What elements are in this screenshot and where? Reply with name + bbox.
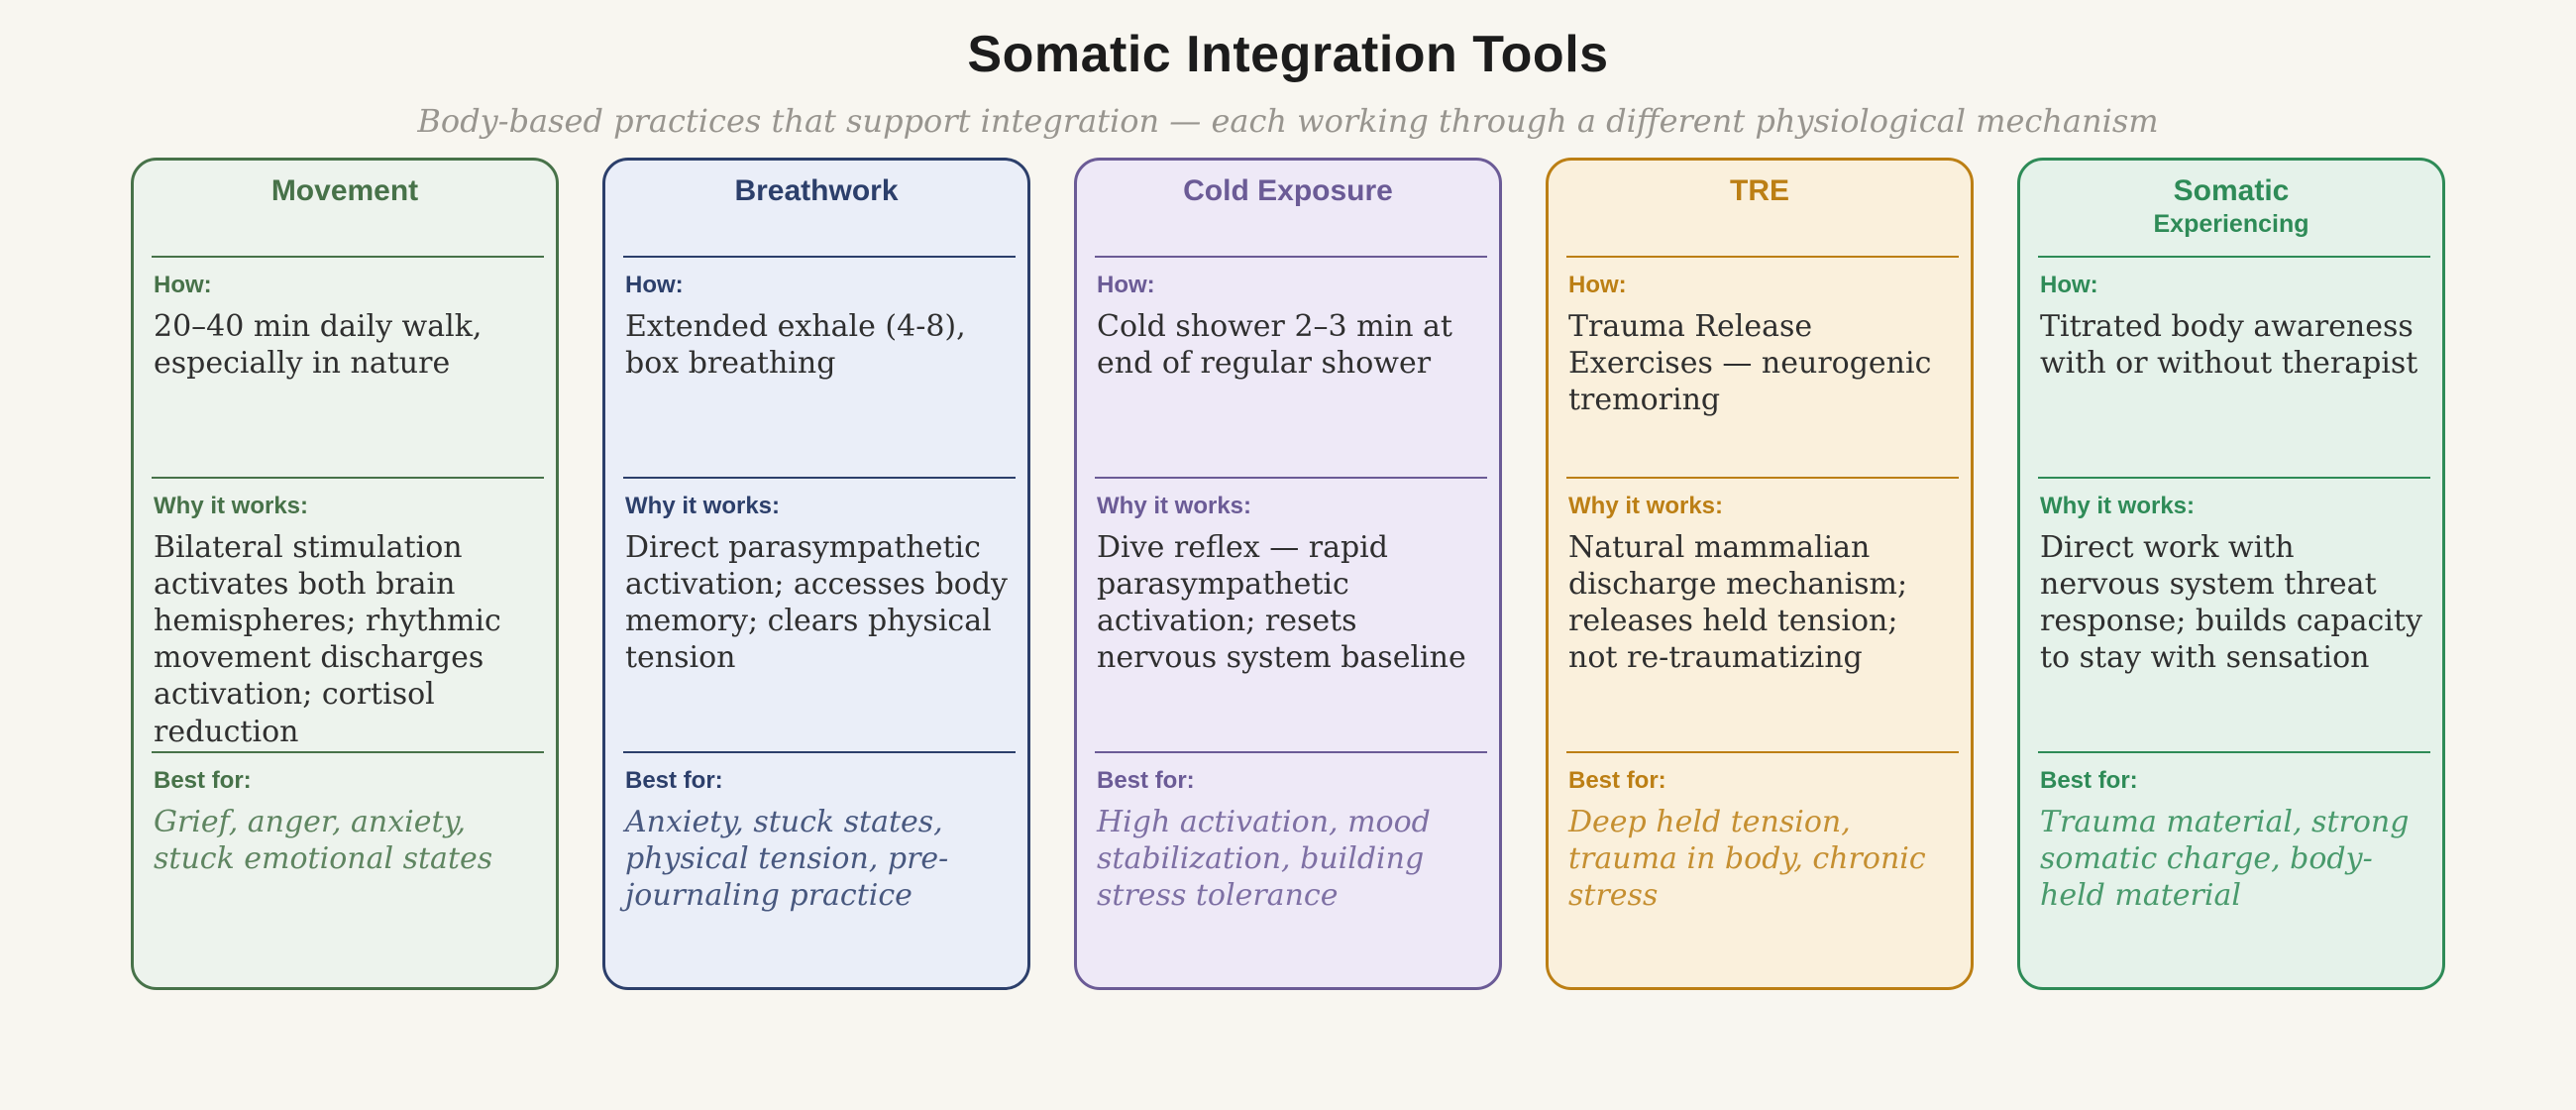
- divider: [1566, 255, 1959, 258]
- divider: [1095, 255, 1487, 258]
- divider: [2038, 476, 2430, 479]
- why-section: Why it works: Direct parasympathetic act…: [605, 479, 1027, 751]
- why-label: Why it works:: [1097, 492, 1252, 519]
- card-title: Somatic Experiencing: [2020, 161, 2442, 256]
- how-text: 20–40 min daily walk, especially in natu…: [154, 308, 483, 381]
- why-section: Why it works: Dive reflex — rapid parasy…: [1077, 479, 1499, 751]
- divider: [623, 750, 1016, 753]
- best-text: Grief, anger, anxiety, stuck emotional s…: [154, 804, 493, 876]
- best-section: Best for: Deep held tension, trauma in b…: [1549, 753, 1971, 987]
- divider: [2038, 750, 2430, 753]
- divider: [152, 255, 544, 258]
- card-title: Cold Exposure: [1077, 161, 1499, 256]
- divider: [152, 750, 544, 753]
- best-label: Best for:: [2040, 766, 2138, 794]
- divider: [2038, 255, 2430, 258]
- divider: [152, 476, 544, 479]
- best-label: Best for:: [625, 766, 723, 794]
- best-section: Best for: Trauma material, strong somati…: [2020, 753, 2442, 987]
- card-title-line1: Somatic: [2173, 173, 2290, 207]
- best-text: Trauma material, strong somatic charge, …: [2040, 804, 2410, 913]
- best-label: Best for:: [154, 766, 252, 794]
- best-label: Best for:: [1568, 766, 1666, 794]
- how-section: How: Trauma Release Exercises — neurogen…: [1549, 258, 1971, 477]
- card-title-line1: Cold Exposure: [1183, 173, 1393, 207]
- why-text: Dive reflex — rapid parasympathetic acti…: [1097, 529, 1466, 676]
- why-label: Why it works:: [154, 492, 309, 519]
- why-label: Why it works:: [1568, 492, 1724, 519]
- card-title-line1: Breathwork: [734, 173, 899, 207]
- why-text: Natural mammalian discharge mechanism; r…: [1568, 529, 1908, 676]
- how-text: Cold shower 2–3 min at end of regular sh…: [1097, 308, 1452, 381]
- card-title: Breathwork: [605, 161, 1027, 256]
- card-cold-exposure: Cold Exposure How: Cold shower 2–3 min a…: [1074, 157, 1502, 990]
- card-title: Movement: [134, 161, 556, 256]
- card-breathwork: Breathwork How: Extended exhale (4-8), b…: [602, 157, 1030, 990]
- why-section: Why it works: Bilateral stimulation acti…: [134, 479, 556, 751]
- divider: [1095, 750, 1487, 753]
- card-somatic-experiencing: Somatic Experiencing How: Titrated body …: [2017, 157, 2445, 990]
- page-title: Somatic Integration Tools: [967, 26, 1609, 83]
- how-label: How:: [625, 271, 684, 298]
- how-label: How:: [1568, 271, 1627, 298]
- how-section: How: Cold shower 2–3 min at end of regul…: [1077, 258, 1499, 477]
- why-text: Direct work with nervous system threat r…: [2040, 529, 2422, 676]
- page-subtitle: Body-based practices that support integr…: [417, 101, 2159, 140]
- how-text: Extended exhale (4-8), box breathing: [625, 308, 966, 381]
- card-tre: TRE How: Trauma Release Exercises — neur…: [1546, 157, 1974, 990]
- how-label: How:: [2040, 271, 2098, 298]
- best-text: High activation, mood stabilization, bui…: [1097, 804, 1431, 913]
- best-label: Best for:: [1097, 766, 1195, 794]
- how-section: How: Titrated body awareness with or wit…: [2020, 258, 2442, 477]
- how-section: How: 20–40 min daily walk, especially in…: [134, 258, 556, 477]
- best-text: Anxiety, stuck states, physical tension,…: [625, 804, 949, 913]
- divider: [623, 255, 1016, 258]
- why-label: Why it works:: [2040, 492, 2196, 519]
- how-text: Trauma Release Exercises — neurogenic tr…: [1568, 308, 1932, 417]
- divider: [1566, 476, 1959, 479]
- best-text: Deep held tension, trauma in body, chron…: [1568, 804, 1926, 913]
- cards-row: Movement How: 20–40 min daily walk, espe…: [0, 157, 2576, 990]
- divider: [1566, 750, 1959, 753]
- how-section: How: Extended exhale (4-8), box breathin…: [605, 258, 1027, 477]
- why-section: Why it works: Direct work with nervous s…: [2020, 479, 2442, 751]
- card-movement: Movement How: 20–40 min daily walk, espe…: [131, 157, 559, 990]
- card-title-line2: Experiencing: [2153, 210, 2309, 239]
- why-section: Why it works: Natural mammalian discharg…: [1549, 479, 1971, 751]
- divider: [1095, 476, 1487, 479]
- how-text: Titrated body awareness with or without …: [2040, 308, 2418, 381]
- why-text: Bilateral stimulation activates both bra…: [154, 529, 501, 749]
- how-label: How:: [154, 271, 212, 298]
- how-label: How:: [1097, 271, 1155, 298]
- best-section: Best for: Anxiety, stuck states, physica…: [605, 753, 1027, 987]
- page-header: Somatic Integration Tools Body-based pra…: [0, 0, 2576, 141]
- card-title-line1: Movement: [270, 173, 419, 207]
- best-section: Best for: High activation, mood stabiliz…: [1077, 753, 1499, 987]
- best-section: Best for: Grief, anger, anxiety, stuck e…: [134, 753, 556, 987]
- why-label: Why it works:: [625, 492, 781, 519]
- card-title-line1: TRE: [1730, 173, 1789, 207]
- card-title: TRE: [1549, 161, 1971, 256]
- why-text: Direct parasympathetic activation; acces…: [625, 529, 1008, 676]
- divider: [623, 476, 1016, 479]
